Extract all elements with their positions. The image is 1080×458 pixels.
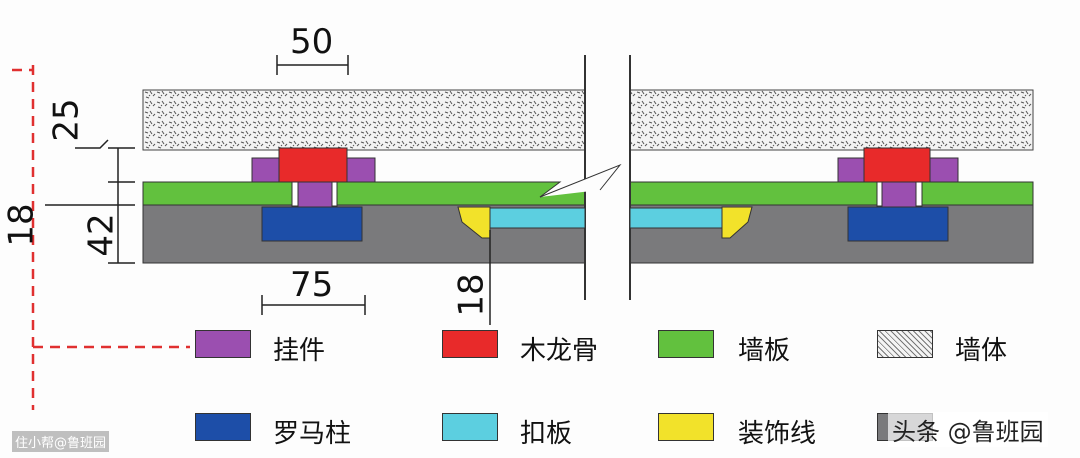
legend-label: 墙体 <box>955 336 1008 366</box>
dim-bottom-width: 75 <box>290 265 334 305</box>
dim-42: 42 <box>81 213 122 257</box>
dim-top-width: 50 <box>290 22 334 62</box>
legend-label: 墙板 <box>738 336 791 366</box>
dim-18-mid: 18 <box>451 273 492 317</box>
legend-label: 挂件 <box>273 336 326 366</box>
dimension-lines <box>45 55 491 325</box>
legend-label: 扣板 <box>520 419 573 449</box>
red-dashed-guides <box>12 65 190 410</box>
watermark-bottom-right: 头条 @鲁班园 <box>888 412 1048 447</box>
legend-label: 木龙骨 <box>520 336 599 366</box>
decorative-lines <box>457 206 753 239</box>
legend-label: 装饰线 <box>738 419 817 449</box>
watermark-bottom-left: 住小帮@鲁班园 <box>12 431 110 452</box>
dim-18-left: 18 <box>1 203 42 247</box>
hangers <box>251 157 959 208</box>
break-lines <box>584 55 631 300</box>
legend-label: 罗马柱 <box>273 419 352 449</box>
dim-25: 25 <box>46 98 87 142</box>
wall-body <box>142 89 1034 151</box>
